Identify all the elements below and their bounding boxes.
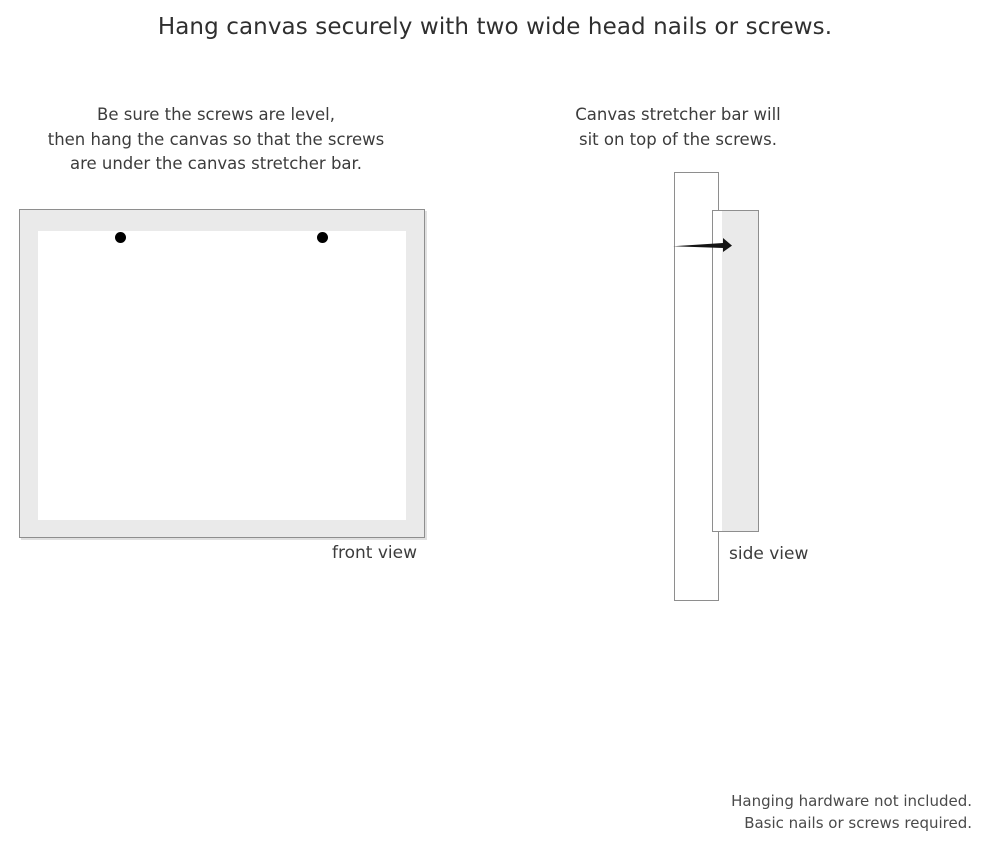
wall-surface — [674, 172, 719, 601]
front-view-caption: Be sure the screws are level, then hang … — [0, 103, 432, 177]
footnote-line-2: Basic nails or screws required. — [744, 814, 972, 832]
front-view-diagram — [19, 209, 425, 538]
front-view-caption-line-3: are under the canvas stretcher bar. — [69, 154, 363, 173]
canvas-face — [38, 231, 406, 520]
side-view-label: side view — [729, 544, 809, 564]
footnote: Hanging hardware not included. Basic nai… — [731, 790, 972, 834]
side-view-diagram — [673, 172, 794, 604]
front-view-label: front view — [332, 543, 417, 563]
front-view-caption-line-1: Be sure the screws are level, — [97, 105, 335, 124]
screw-head-left-icon — [115, 232, 126, 243]
side-view-caption-line-2: sit on top of the screws. — [578, 129, 778, 149]
nail-icon — [673, 235, 734, 255]
screw-head-right-icon — [317, 232, 328, 243]
footnote-line-1: Hanging hardware not included. — [731, 792, 972, 810]
stretcher-bar-inner-edge — [713, 211, 722, 531]
front-view-caption-line-2: then hang the canvas so that the screws — [47, 129, 385, 149]
side-view-caption: Canvas stretcher bar will sit on top of … — [528, 103, 828, 152]
page-title: Hang canvas securely with two wide head … — [157, 14, 833, 40]
side-view-caption-line-1: Canvas stretcher bar will — [575, 105, 781, 124]
